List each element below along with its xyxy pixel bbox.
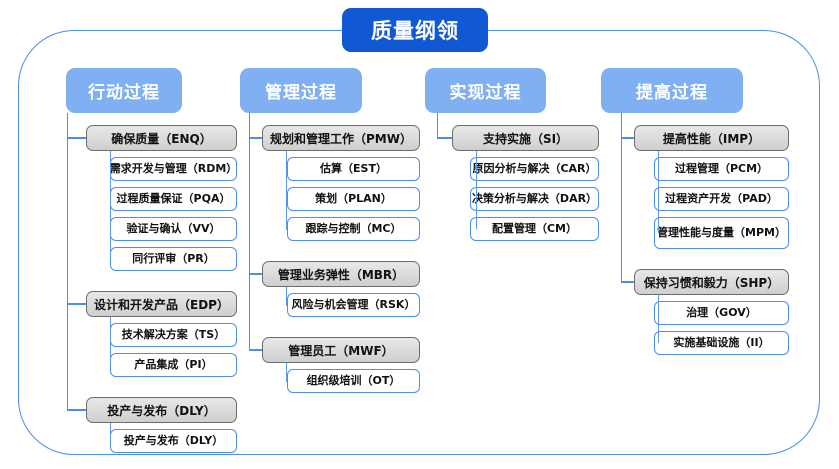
leaf-box-4-1-2[interactable]: 过程资产开发（PAD） — [654, 187, 789, 211]
leaf-box-3-1-2[interactable]: 决策分析与解决（DAR） — [470, 187, 599, 211]
connector-column-spine — [67, 113, 69, 410]
connector-group-branch — [286, 363, 288, 381]
connector-group-branch — [110, 423, 112, 441]
leaf-box-4-2-2[interactable]: 实施基础设施（II） — [654, 331, 789, 355]
column-header-4[interactable]: 提高过程 — [601, 68, 743, 113]
connector-spine-to-group — [249, 273, 262, 275]
connector-spine-to-group — [249, 349, 262, 351]
leaf-box-2-1-1[interactable]: 估算（EST） — [287, 157, 420, 181]
connector-group-branch — [658, 295, 660, 343]
leaf-box-4-1-3[interactable]: 管理性能与度量（MPM） — [654, 217, 789, 249]
column-header-2[interactable]: 管理过程 — [240, 68, 362, 113]
leaf-box-2-1-3[interactable]: 跟踪与控制（MC） — [287, 217, 420, 241]
group-box-1-3[interactable]: 投产与发布（DLY） — [86, 397, 237, 423]
connector-column-spine — [249, 113, 251, 350]
leaf-box-4-1-1[interactable]: 过程管理（PCM） — [654, 157, 789, 181]
leaf-box-3-1-3[interactable]: 配置管理（CM） — [470, 217, 599, 241]
connector-spine-to-group — [67, 303, 86, 305]
leaf-box-3-1-1[interactable]: 原因分析与解决（CAR） — [470, 157, 599, 181]
leaf-box-1-1-1[interactable]: 需求开发与管理（RDM） — [110, 157, 237, 181]
leaf-box-1-2-1[interactable]: 技术解决方案（TS） — [110, 323, 237, 347]
connector-spine-to-group — [67, 137, 86, 139]
leaf-box-1-1-2[interactable]: 过程质量保证（PQA） — [110, 187, 237, 211]
connector-spine-to-group — [437, 137, 452, 139]
connector-group-branch — [286, 151, 288, 229]
connector-spine-to-group — [621, 137, 634, 139]
connector-spine-to-group — [621, 281, 634, 283]
connector-spine-to-group — [249, 137, 262, 139]
group-box-2-2[interactable]: 管理业务弹性（MBR） — [262, 261, 420, 287]
connector-group-branch — [110, 317, 112, 365]
group-box-1-2[interactable]: 设计和开发产品（EDP） — [86, 291, 237, 317]
group-box-4-1[interactable]: 提高性能（IMP） — [634, 125, 789, 151]
leaf-box-2-1-2[interactable]: 策划（PLAN） — [287, 187, 420, 211]
leaf-box-4-2-1[interactable]: 治理（GOV） — [654, 301, 789, 325]
leaf-box-1-1-3[interactable]: 验证与确认（VV） — [110, 217, 237, 241]
connector-column-spine — [621, 113, 623, 282]
column-header-3[interactable]: 实现过程 — [425, 68, 546, 113]
group-box-4-2[interactable]: 保持习惯和毅力（SHP） — [634, 269, 789, 295]
leaf-box-1-3-1[interactable]: 投产与发布（DLY） — [110, 429, 237, 453]
leaf-box-2-2-1[interactable]: 风险与机会管理（RSK） — [287, 293, 420, 317]
connector-column-spine — [437, 113, 439, 138]
group-box-2-1[interactable]: 规划和管理工作（PMW） — [262, 125, 420, 151]
group-box-2-3[interactable]: 管理员工（MWF） — [262, 337, 420, 363]
connector-spine-to-group — [67, 409, 86, 411]
leaf-box-1-1-4[interactable]: 同行评审（PR） — [110, 247, 237, 271]
connector-group-branch — [658, 151, 660, 233]
leaf-box-2-3-1[interactable]: 组织级培训（OT） — [287, 369, 420, 393]
connector-group-branch — [110, 151, 112, 259]
connector-group-branch — [476, 151, 478, 229]
column-header-1[interactable]: 行动过程 — [66, 68, 182, 113]
group-box-3-1[interactable]: 支持实施（SI） — [452, 125, 599, 151]
leaf-box-1-2-2[interactable]: 产品集成（PI） — [110, 353, 237, 377]
diagram-root-title: 质量纲领 — [342, 8, 488, 52]
group-box-1-1[interactable]: 确保质量（ENQ） — [86, 125, 237, 151]
connector-group-branch — [286, 287, 288, 305]
